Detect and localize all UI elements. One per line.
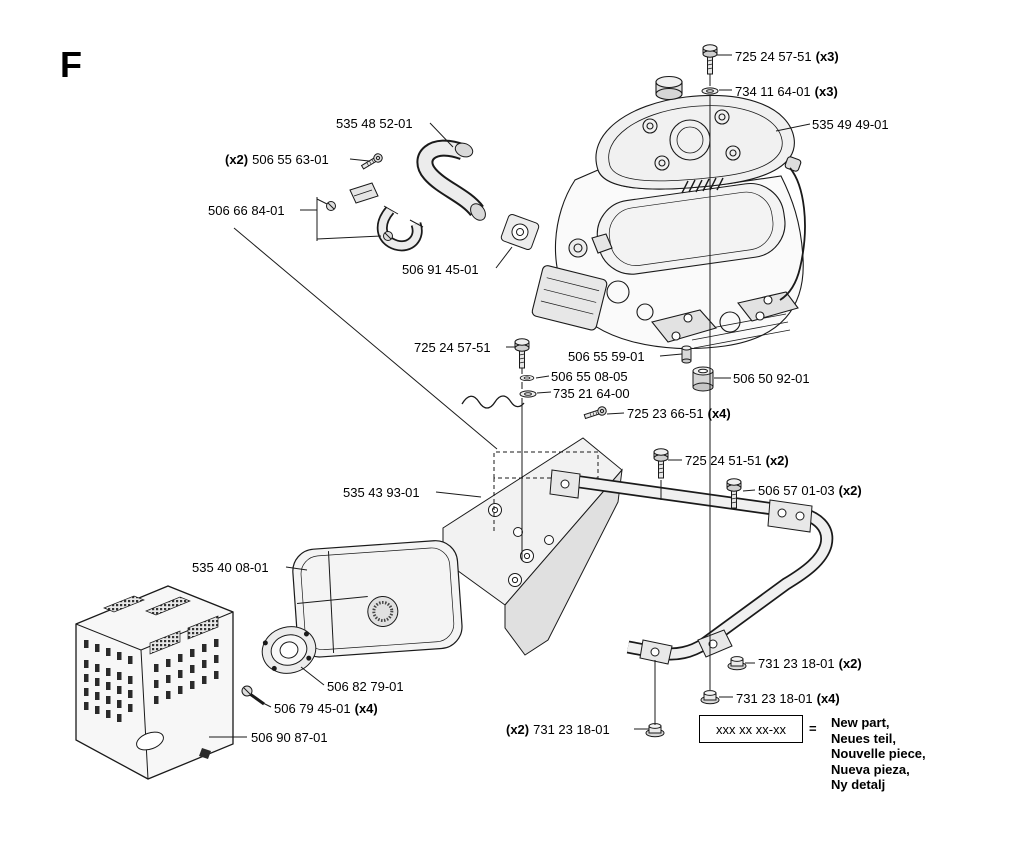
bolt-725245751-top: [702, 44, 718, 75]
part-label: 734 11 64-01(x3): [735, 84, 838, 99]
intake-manifold: [568, 233, 613, 258]
part-label: 535 48 52-01: [336, 117, 413, 131]
legend-line: Nueva pieza,: [831, 761, 910, 777]
legend-equals-sign: =: [809, 721, 817, 736]
part-label: 506 55 08-05: [551, 370, 628, 384]
part-number: 506 91 45-01: [402, 262, 479, 277]
part-label: 725 23 66-51(x4): [627, 406, 731, 421]
breather-hose: [416, 139, 486, 221]
part-label: 506 50 92-01: [733, 372, 810, 386]
part-number: 734 11 64-01: [735, 84, 811, 99]
part-label: 506 82 79-01: [327, 680, 404, 694]
part-number: 731 23 18-01: [758, 656, 835, 671]
nut-731231801-x4: [700, 690, 720, 705]
part-number: 506 90 87-01: [251, 730, 328, 745]
cover-foot: [199, 748, 211, 759]
screw-506556301: [359, 151, 385, 172]
part-number: 731 23 18-01: [736, 691, 813, 706]
cooling-vents: [681, 177, 724, 194]
fuel-tank: [595, 94, 795, 190]
part-label: 535 43 93-01: [343, 486, 420, 500]
leader-lines: [209, 54, 811, 738]
nut-731231801-x2: [727, 656, 747, 671]
part-label: 731 23 18-01(x2): [758, 656, 862, 671]
part-label: (x2)731 23 18-01: [506, 722, 610, 737]
legend-line: New part,: [831, 715, 890, 730]
clamp-screw-2: [383, 231, 393, 241]
muffler: [292, 540, 463, 658]
part-number: 506 57 01-03: [758, 483, 835, 498]
hose-clamp: [326, 182, 393, 241]
part-number: 535 48 52-01: [336, 116, 413, 131]
part-label: 731 23 18-01(x4): [736, 691, 840, 706]
engine-mount-feet: [651, 291, 799, 343]
part-label: 506 66 84-01: [208, 204, 285, 218]
new-part-legend: New part, Neues teil, Nouvelle piece, Nu…: [831, 715, 926, 793]
part-label: 725 24 57-51: [414, 341, 491, 355]
engine: [531, 75, 806, 350]
part-number: 535 43 93-01: [343, 485, 420, 500]
section-letter: F: [60, 44, 83, 85]
part-label: 535 49 49-01: [812, 118, 889, 132]
part-number: 506 79 45-01: [274, 701, 351, 716]
part-label: 506 55 59-01: [568, 350, 645, 364]
part-number: 725 24 51-51: [685, 453, 762, 468]
part-label: 506 90 87-01: [251, 731, 328, 745]
part-number: 506 55 59-01: [568, 349, 645, 364]
clamp-screw-1: [326, 201, 336, 211]
mounting-bracket: [442, 437, 623, 656]
nut-731231801-bottom: [645, 723, 665, 738]
part-label: 725 24 57-51(x3): [735, 49, 839, 64]
washer-506550805: [519, 374, 535, 382]
part-number: 535 49 49-01: [812, 117, 889, 132]
washer-734116401: [701, 87, 719, 95]
part-number: 506 82 79-01: [327, 679, 404, 694]
frame-tube: [549, 469, 834, 665]
part-label: 535 40 08-01: [192, 561, 269, 575]
part-number: 725 23 66-51: [627, 406, 704, 421]
bolt-725245151: [653, 448, 669, 479]
part-number: 535 40 08-01: [192, 560, 269, 575]
starter-cable: [779, 156, 806, 301]
u-pipe: [376, 205, 424, 252]
outlet-deflector: [261, 626, 317, 674]
part-number: 725 24 57-51: [414, 340, 491, 355]
engine-cover: [75, 585, 234, 780]
legend-line: Ny detalj: [831, 777, 886, 792]
part-number: 506 50 92-01: [733, 371, 810, 386]
part-number: 735 21 64-00: [553, 386, 630, 401]
part-label: 506 57 01-03(x2): [758, 483, 862, 498]
elbow-fitting: [500, 213, 540, 251]
part-label: (x2)506 55 63-01: [225, 152, 329, 167]
part-label: 725 24 51-51(x2): [685, 453, 789, 468]
part-number: 506 55 63-01: [252, 152, 329, 167]
new-part-placeholder: xxx xx xx-xx: [715, 721, 787, 737]
part-number: 731 23 18-01: [533, 722, 610, 737]
carburetor-box: [531, 265, 608, 331]
muffler-outlet-screen: [367, 595, 399, 627]
bolt-725245751-mid: [514, 338, 530, 369]
screw-725236651: [583, 405, 608, 422]
part-number: 506 66 84-01: [208, 203, 285, 218]
new-part-placeholder-box: xxx xx xx-xx: [699, 715, 803, 743]
part-label: 506 79 45-01(x4): [274, 701, 378, 716]
handle-cutout: [136, 731, 164, 751]
part-label: 735 21 64-00: [553, 387, 630, 401]
washer-735216400: [519, 390, 537, 398]
fuel-line: [461, 395, 525, 409]
legend-line: Neues teil,: [831, 730, 897, 746]
fuel-cap: [655, 75, 683, 101]
spacer-506555901: [681, 345, 692, 364]
part-number: 725 24 57-51: [735, 49, 812, 64]
legend-line: Nouvelle piece,: [831, 746, 926, 761]
bushing-506509201: [692, 366, 714, 392]
part-label: 506 91 45-01: [402, 263, 479, 277]
part-number: 506 55 08-05: [551, 369, 628, 384]
